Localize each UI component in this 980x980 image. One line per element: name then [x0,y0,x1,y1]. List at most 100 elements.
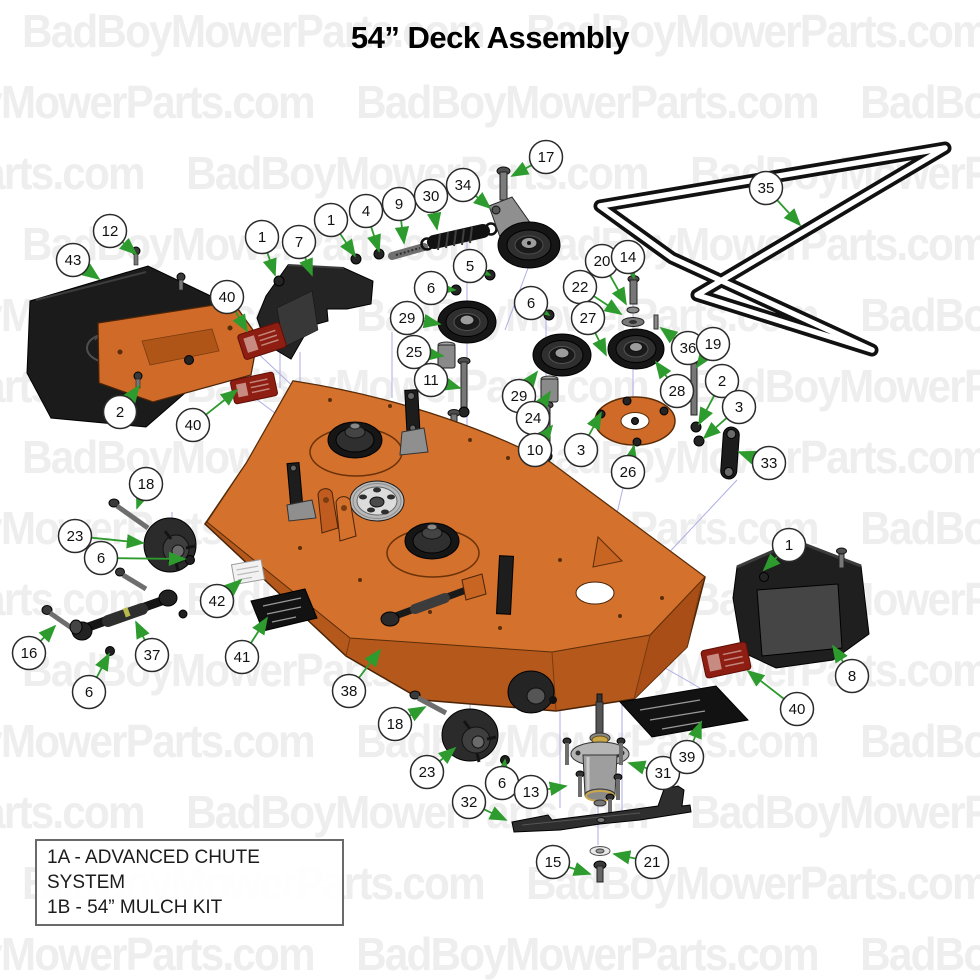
callout-balloon [748,170,784,206]
callout-balloon [102,394,138,430]
link-bracket-33 [720,426,740,480]
callout-balloon [563,432,599,468]
svg-text:4: 4 [362,203,370,220]
callout-balloon [704,363,740,399]
callout-30: 30 [413,178,449,231]
callout-12: 12 [92,213,138,256]
callout-10: 10 [517,424,554,468]
nut-1 [350,253,362,265]
callout-18: 18 [128,466,164,510]
callout-balloon [570,300,606,336]
legend-box: 1A - ADVANCED CHUTE SYSTEM 1B - 54” MULC… [35,839,344,926]
svg-text:42: 42 [209,593,226,610]
svg-text:37: 37 [144,647,161,664]
pulley-27-28 [607,328,665,370]
svg-text:6: 6 [85,684,93,701]
callout-balloon [721,389,757,425]
clutch-pulley-column [607,275,665,370]
adjustable-link-37 [69,589,178,641]
callout-balloon [55,242,91,278]
bolt-14 [629,279,638,305]
svg-text:14: 14 [620,249,637,266]
deck-shell [204,380,706,714]
idler-pulley-29 [437,300,497,344]
discharge-chute-8 [732,539,870,669]
callout-balloon [92,213,128,249]
deck-hole [575,581,615,605]
callout-33: 33 [737,445,787,481]
svg-text:2: 2 [718,373,726,390]
callout-balloon [381,186,417,222]
idler-pulley-column-left [437,269,497,457]
bolt-18b [416,695,448,716]
svg-text:24: 24 [525,410,542,427]
callout-balloon [513,774,549,810]
callout-6: 6 [413,270,457,306]
callout-balloon [57,518,93,554]
idler-pulley-29b [532,333,592,377]
svg-text:40: 40 [789,701,806,718]
front-deflector [256,264,374,360]
svg-text:6: 6 [427,280,435,297]
svg-text:35: 35 [758,180,775,197]
callout-29: 29 [389,300,442,336]
idler-spring-30 [420,222,498,251]
leveling-link-group [41,567,188,656]
svg-text:7: 7 [295,234,303,251]
svg-text:2: 2 [116,404,124,421]
callout-balloon [244,219,280,255]
callout-40: 40 [209,279,248,333]
callout-balloon [751,445,787,481]
spindle-bolts-13 [562,737,626,817]
svg-text:41: 41 [234,649,251,666]
idler-arm-assembly [488,166,561,269]
svg-text:3: 3 [735,399,743,416]
callout-6: 6 [83,540,187,576]
callout-balloon [71,674,107,710]
svg-text:18: 18 [387,716,404,733]
callout-balloon [175,407,211,443]
spindle-pulley-b [386,522,480,578]
callout-balloon [134,637,170,673]
callout-balloon [669,739,705,775]
svg-text:32: 32 [461,794,478,811]
callout-21: 21 [612,844,670,880]
svg-text:25: 25 [406,344,423,361]
callout-40: 40 [175,388,239,443]
svg-text:40: 40 [185,417,202,434]
callout-43: 43 [55,242,101,281]
svg-text:27: 27 [580,310,597,327]
idler-pulley-column-right [532,309,592,462]
callout-1: 1 [244,219,280,277]
warning-decal-40c [700,641,752,679]
svg-text:20: 20 [594,253,611,270]
callout-2: 2 [102,384,141,430]
gauge-wheel-left-group [108,498,197,573]
callout-13: 13 [513,774,568,810]
bolt-11 [460,361,468,409]
callout-balloon [396,334,432,370]
bolt-18 [115,503,150,531]
bolt-18-head [108,498,120,508]
svg-text:1: 1 [785,537,793,554]
callout-balloon [445,167,481,203]
pin-36 [653,314,659,330]
reinforcement-plate-26 [594,396,676,447]
callout-40: 40 [746,669,815,727]
svg-text:16: 16 [21,645,38,662]
callout-balloon [377,706,413,742]
callout-balloon [771,527,807,563]
callout-balloon [389,300,425,336]
nut-3 [693,435,705,447]
callout-balloon [695,326,731,362]
svg-text:6: 6 [97,550,105,567]
svg-text:12: 12 [102,223,119,240]
deck-belt [593,141,952,357]
callout-37: 37 [134,620,170,673]
callout-38: 38 [331,648,382,709]
bolt-16-head [41,605,53,615]
svg-text:36: 36 [680,340,697,357]
svg-text:19: 19 [705,336,722,353]
svg-text:15: 15 [545,854,562,871]
callout-balloon [517,432,553,468]
